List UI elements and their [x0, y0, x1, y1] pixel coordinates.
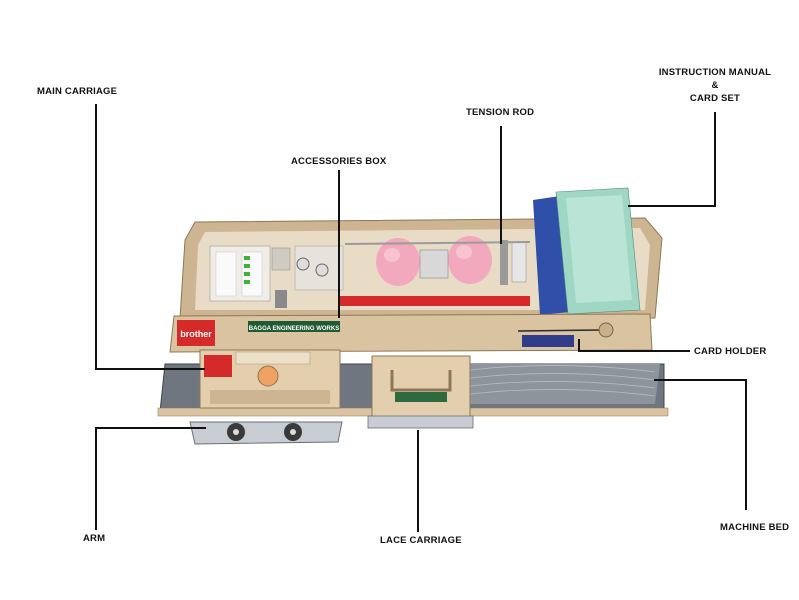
leader-arm — [95, 427, 206, 530]
tension-rod-parts — [344, 240, 531, 285]
label-arm: ARM — [83, 533, 106, 544]
front-panel: brother BAGGA ENGINEERING WORKS — [169, 313, 653, 353]
banner-text: BAGGA ENGINEERING WORKS — [249, 326, 339, 332]
arm — [189, 421, 343, 445]
brand-text: brother — [180, 329, 212, 339]
leader-card-holder — [578, 339, 690, 352]
label-accessories-box: ACCESSORIES BOX — [291, 156, 387, 167]
red-needle-strip — [340, 296, 530, 306]
green-banner — [248, 321, 340, 332]
leader-main-carriage — [95, 104, 205, 370]
label-instruction-manual-line1: INSTRUCTION MANUAL — [658, 67, 772, 78]
accessories-box — [209, 245, 344, 308]
yarn-balls — [376, 236, 492, 286]
card-holder-slot — [517, 329, 601, 332]
card-holder-plate — [522, 335, 574, 347]
leader-machine-bed — [654, 379, 747, 510]
card-holder-knob — [598, 322, 614, 338]
label-instruction-manual: INSTRUCTION MANUAL & CARD SET — [645, 66, 785, 105]
leader-lines — [95, 104, 747, 532]
main-carriage — [199, 349, 341, 409]
label-lace-carriage: LACE CARRIAGE — [380, 535, 462, 546]
instruction-manual-and-cards — [533, 187, 641, 315]
label-machine-bed: MACHINE BED — [720, 522, 790, 533]
brand-plate — [177, 320, 215, 346]
label-main-carriage: MAIN CARRIAGE — [37, 86, 118, 97]
lace-carriage — [367, 355, 474, 429]
label-ampersand: & — [711, 80, 719, 91]
label-card-holder: CARD HOLDER — [694, 346, 767, 357]
leader-instruction-manual — [628, 112, 716, 207]
label-card-set: CARD SET — [689, 93, 741, 104]
label-tension-rod: TENSION ROD — [466, 107, 535, 118]
